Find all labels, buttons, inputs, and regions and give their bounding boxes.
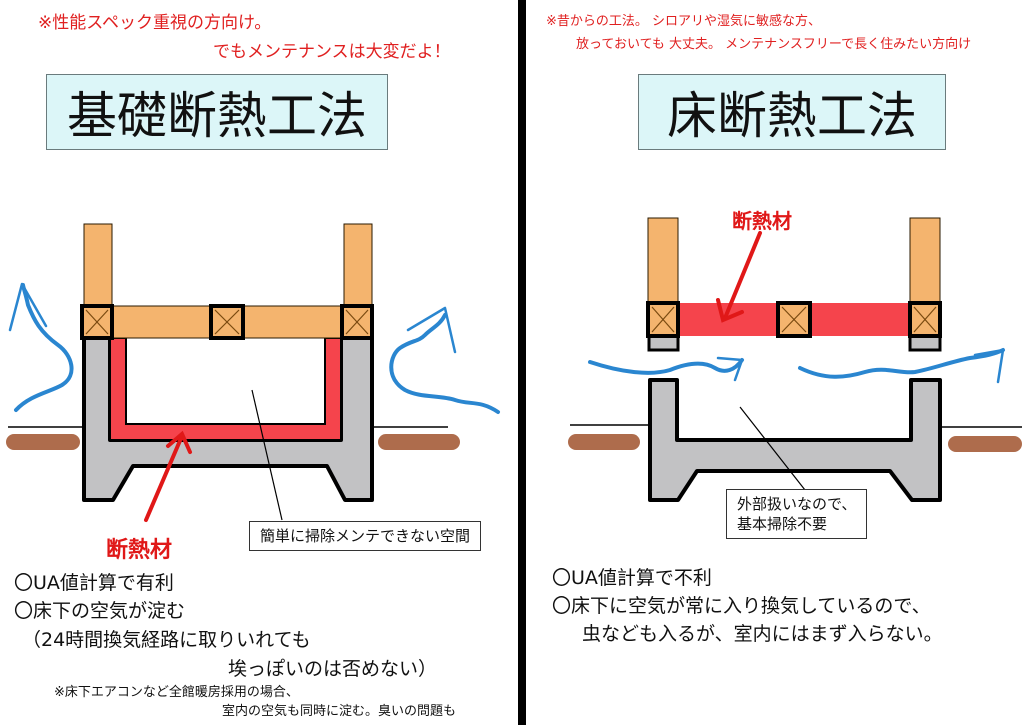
air-flow-arrow-icon [8, 282, 500, 414]
right-space-label-line2: 基本掃除不要 [737, 515, 828, 533]
left-title: 基礎断熱工法 [46, 74, 388, 150]
right-insulation-label: 断熱材 [732, 209, 792, 233]
foundation-insulation-panel: ※性能スペック重視の方向け。 でもメンテナンスは大変だよ！ 基礎断熱工法 [6, 13, 500, 719]
post-right [343, 223, 373, 309]
space-leader-line [251, 389, 283, 521]
sill-stub-right [908, 334, 942, 352]
space-leader-line [739, 406, 806, 491]
left-point-3: （24時間換気経路に取りいれても [22, 629, 311, 651]
left-footnote-1: ※床下エアコンなど全館暖房採用の場合、 [54, 685, 299, 700]
left-point-4: 埃っぽいのは否めない） [228, 658, 438, 680]
right-note-line1: ※昔からの工法。 シロアリや湿気に敏感な方、 [546, 14, 822, 29]
left-space-label: 簡単に掃除メンテできない空間 [249, 521, 482, 551]
soil-icon [6, 434, 460, 450]
left-note-line1: ※性能スペック重視の方向け。 [38, 13, 272, 33]
right-point-3: 虫なども入るが、室内にはまず入らない。 [582, 623, 943, 645]
post-left [647, 217, 679, 305]
left-insulation-label: 断熱材 [106, 538, 173, 563]
left-space-label-text: 簡単に掃除メンテできない空間 [260, 527, 471, 545]
left-footnote-2: 室内の空気も同時に淀む。臭いの問題も [222, 704, 457, 719]
left-point-2: 〇床下の空気が淀む [14, 600, 186, 622]
right-space-label: 外部扱いなので、 基本掃除不要 [726, 489, 868, 539]
floor-insulation-panel: ※昔からの工法。 シロアリや湿気に敏感な方、 放っておいても 大丈夫。 メンテナ… [526, 0, 1024, 725]
air-flow-arrow-icon [588, 348, 1005, 384]
post-left [83, 223, 113, 309]
right-space-label-line1: 外部扱いなので、 [737, 495, 857, 513]
post-right [909, 217, 941, 305]
insulation-pointer-arrow-icon [144, 430, 192, 522]
left-title-text: 基礎断熱工法 [67, 87, 367, 145]
right-title-text: 床断熱工法 [667, 87, 917, 145]
right-point-2: 〇床下に空気が常に入り換気しているので、 [552, 595, 931, 617]
joist-block-icon [646, 301, 942, 338]
insulation-pointer-arrow-icon [716, 231, 762, 323]
floor-insulation-diagram [568, 217, 1022, 502]
left-point-1: 〇UA値計算で有利 [14, 572, 174, 594]
concrete-foundation [648, 378, 942, 502]
right-point-1: 〇UA値計算で不利 [552, 567, 712, 589]
joist-block-icon [80, 304, 374, 340]
soil-icon [568, 434, 1022, 452]
left-note-line2: でもメンテナンスは大変だよ！ [213, 42, 451, 62]
insulation-u-shape [109, 337, 342, 441]
right-note-line2: 放っておいても 大丈夫。 メンテナンスフリーで長く住みたい方向け [576, 37, 972, 52]
right-title: 床断熱工法 [638, 74, 946, 150]
foundation-insulation-diagram [6, 223, 500, 522]
panel-divider [518, 0, 526, 725]
sill-stub-left [647, 334, 680, 352]
